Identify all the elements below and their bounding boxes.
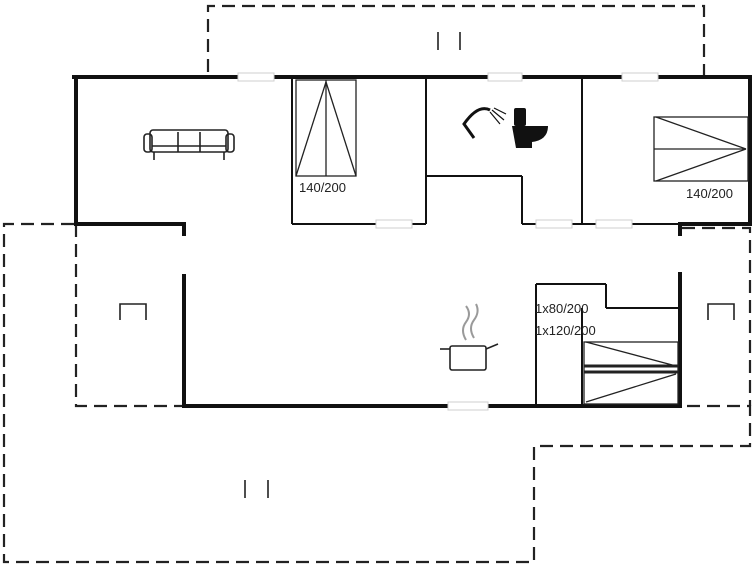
bunk-bed-icon — [583, 341, 679, 405]
chair-icon — [119, 303, 147, 320]
door-opening — [375, 219, 413, 229]
bed-size-bedroom-2: 140/200 — [686, 186, 733, 201]
window — [447, 401, 489, 411]
shower-icon — [462, 107, 491, 139]
outer-walls — [72, 75, 752, 408]
terrace-outlines — [2, 4, 752, 564]
sofa-icon — [143, 129, 235, 160]
bunk-size-line-2: 1x120/200 — [535, 323, 596, 338]
terrace-right — [682, 226, 752, 406]
interior-walls — [291, 79, 680, 404]
terrace-top — [206, 4, 706, 78]
bed-icon — [295, 79, 357, 177]
window-openings — [237, 72, 659, 411]
bed-icon — [653, 116, 749, 182]
terrace-markers — [244, 32, 461, 498]
chair-icon — [707, 303, 735, 320]
window — [487, 72, 523, 82]
terrace-left-edge — [74, 224, 182, 408]
toilet-icon — [512, 108, 548, 148]
steam — [462, 303, 479, 341]
window — [621, 72, 659, 82]
window — [237, 72, 275, 82]
cooking-pot-icon — [440, 343, 499, 371]
shower-spray — [489, 107, 507, 125]
bed-size-bedroom-1: 140/200 — [299, 180, 346, 195]
door-opening — [595, 219, 633, 229]
terrace-lower-left — [2, 222, 752, 564]
bunk-size-line-1: 1x80/200 — [535, 301, 589, 316]
door-opening — [535, 219, 573, 229]
